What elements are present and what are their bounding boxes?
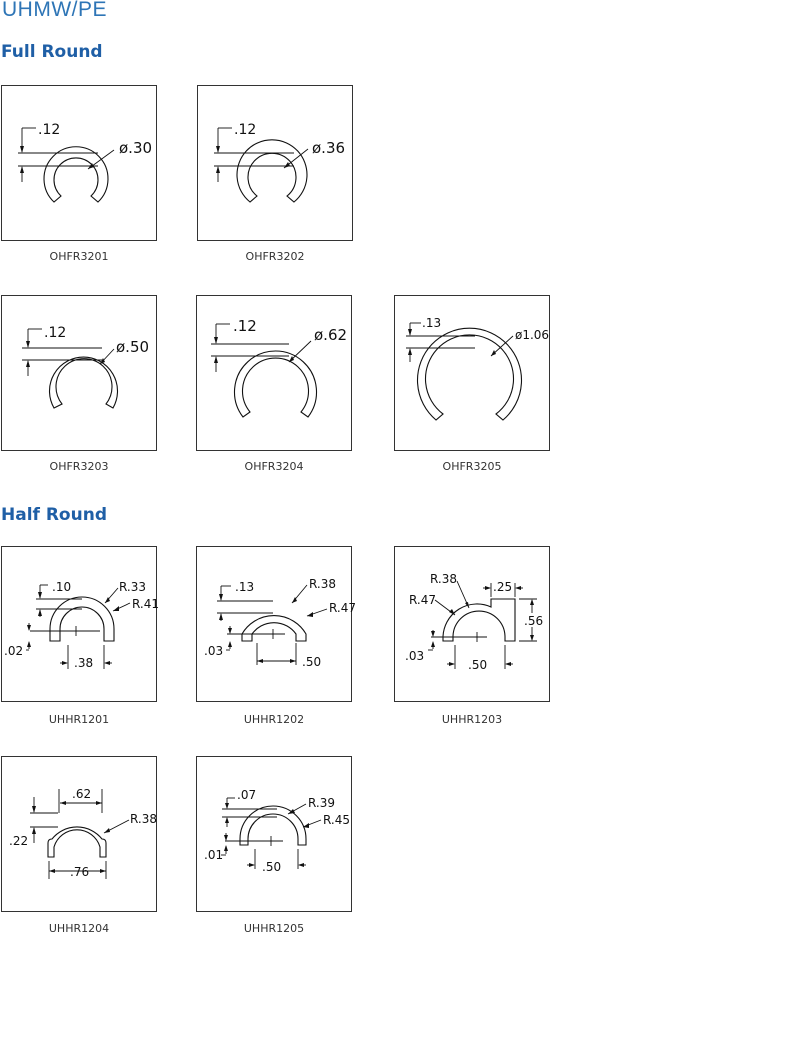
part-number: UHHR1203	[441, 713, 503, 726]
profile-drawing-ohfr3201: .12 ø.30	[1, 85, 157, 241]
part-number: UHHR1201	[48, 713, 110, 726]
wall-label: .12	[234, 122, 256, 138]
diameter-label: ø.36	[312, 139, 345, 157]
section-title-full-round: Full Round	[1, 42, 103, 62]
width-label: .38	[74, 656, 93, 670]
height-label: .22	[9, 834, 28, 848]
wall-label: .10	[52, 580, 71, 594]
profile-drawing-uhhr1201: .10 R.33 R.41 .02 .38	[1, 546, 159, 702]
profile-drawing-uhhr1203: R.38 R.47 .25 .56 .03 .50	[394, 546, 550, 702]
part-number: OHFR3205	[442, 460, 502, 473]
diameter-label: ø.30	[119, 139, 152, 157]
inner-radius-label: R.33	[119, 580, 146, 594]
part-number: UHHR1202	[243, 713, 305, 726]
inner-radius-label: R.39	[308, 796, 335, 810]
profile-drawing-uhhr1202: .13 R.38 R.47 .03 .50	[196, 546, 356, 702]
top-width-label: .62	[72, 787, 91, 801]
part-number: OHFR3201	[49, 250, 109, 263]
part-number: OHFR3203	[49, 460, 109, 473]
wall-label: .12	[233, 317, 257, 335]
wall-label: .12	[38, 122, 60, 138]
base-label: .01	[204, 848, 223, 862]
outer-radius-label: R.47	[329, 601, 356, 615]
profile-drawing-uhhr1204: .62 .22 R.38 .76	[1, 756, 157, 912]
base-label: .02	[4, 644, 23, 658]
wall-label: .13	[235, 580, 254, 594]
profile-drawing-ohfr3202: .12 ø.36	[197, 85, 353, 241]
section-title-half-round: Half Round	[1, 505, 107, 525]
outer-radius-label: R.47	[409, 593, 436, 607]
outer-radius-label: R.45	[323, 813, 350, 827]
flange-label: .25	[493, 580, 512, 594]
wall-label: .12	[44, 325, 66, 341]
width-label: .50	[262, 860, 281, 874]
diameter-label: ø.50	[116, 338, 149, 356]
base-label: .03	[204, 644, 223, 658]
part-number: UHHR1205	[243, 922, 305, 935]
width-label: .50	[302, 655, 321, 669]
outer-radius-label: R.41	[132, 597, 159, 611]
base-label: .03	[405, 649, 424, 663]
part-number: OHFR3204	[244, 460, 304, 473]
diameter-label: ø.62	[314, 326, 347, 344]
inner-radius-label: R.38	[309, 577, 336, 591]
inner-radius-label: R.38	[430, 572, 457, 586]
page-title: UHMW/PE	[2, 0, 107, 21]
profile-drawing-uhhr1205: .07 R.39 R.45 .01 .50	[196, 756, 352, 912]
diameter-label: ø1.06	[515, 328, 549, 342]
inner-radius-label: R.38	[130, 812, 157, 826]
profile-drawing-ohfr3205: .13 ø1.06	[394, 295, 550, 451]
part-number: OHFR3202	[245, 250, 305, 263]
profile-drawing-ohfr3204: .12 ø.62	[196, 295, 352, 451]
part-number: UHHR1204	[48, 922, 110, 935]
wall-label: .07	[237, 788, 256, 802]
wall-label: .13	[422, 316, 441, 330]
profile-drawing-ohfr3203: .12 ø.50	[1, 295, 157, 451]
width-label: .76	[70, 865, 89, 879]
width-label: .50	[468, 658, 487, 672]
height-label: .56	[524, 614, 543, 628]
